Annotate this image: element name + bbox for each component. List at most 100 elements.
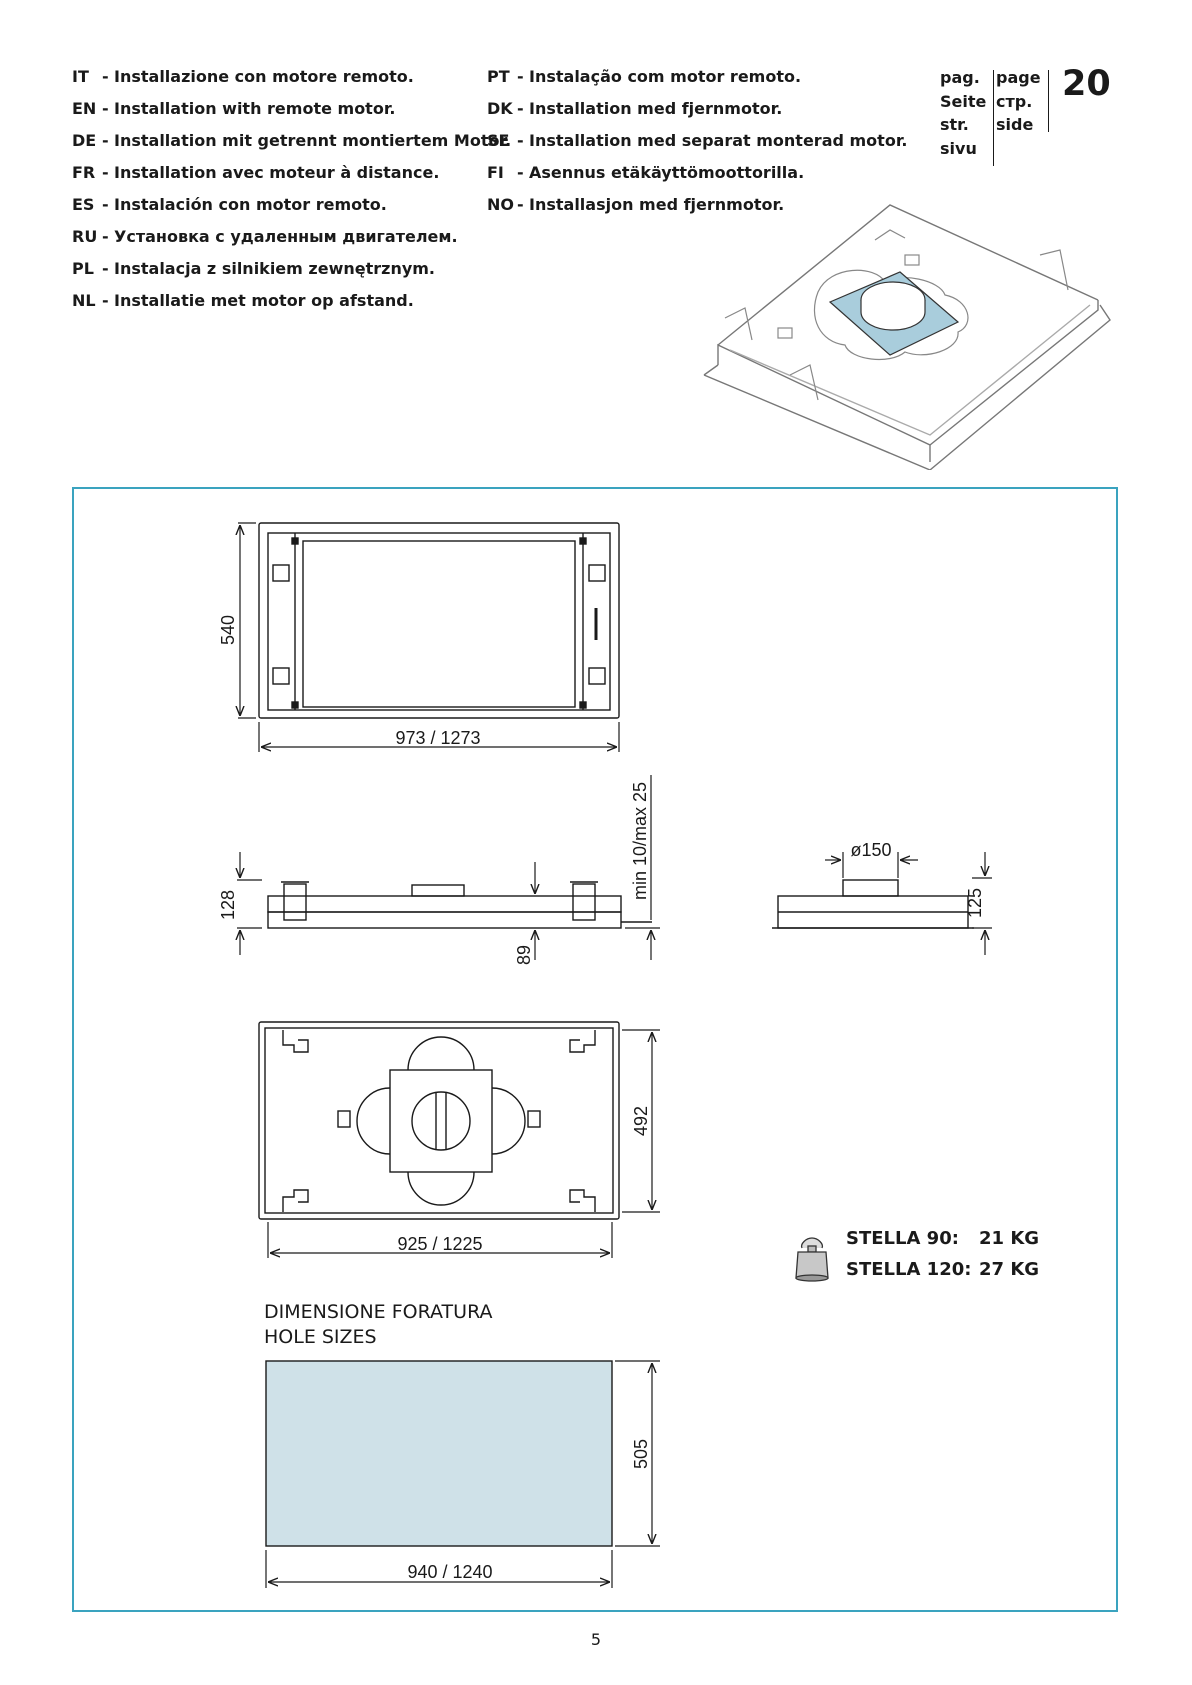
side-view-dimensions xyxy=(237,775,660,960)
top-view-filter xyxy=(302,540,576,708)
back-view-lobe xyxy=(407,1036,475,1071)
lang-dash: - xyxy=(517,67,524,86)
top-view-drawing xyxy=(258,522,620,719)
lang-row: FI-Asennus etäkäyttömoottorilla. xyxy=(487,162,908,194)
page-ref-labels: pag. Seite str. sivu xyxy=(940,66,986,160)
lang-code: SE xyxy=(487,131,510,150)
lang-dash: - xyxy=(102,291,109,310)
lang-text: Instalacja z silnikiem zewnętrznym. xyxy=(114,259,436,278)
language-list-left: IT-Installazione con motore remoto. EN-I… xyxy=(72,66,511,322)
language-list-right: PT-Instalação com motor remoto. DK-Insta… xyxy=(487,66,908,226)
back-view-inner xyxy=(264,1027,614,1214)
hole-sizes-caption: DIMENSIONE FORATURA HOLE SIZES xyxy=(264,1300,493,1350)
top-view-dimensions xyxy=(238,522,620,752)
end-view-drawing xyxy=(772,879,974,929)
dim-label-hole-height: 505 xyxy=(631,1439,651,1469)
page-ref-label: side xyxy=(996,115,1034,134)
lang-text: Установка с удаленным двигателем. xyxy=(114,227,458,246)
lang-text: Installation avec moteur à distance. xyxy=(114,163,440,182)
dim-label-side-depth: 89 xyxy=(514,945,534,965)
page-ref-labels-alt: page стр. side xyxy=(996,66,1041,137)
page-ref-divider xyxy=(1048,70,1049,132)
dim-label-back-width: 925 / 1225 xyxy=(397,1234,482,1254)
lang-row: ES-Instalación con motor remoto. xyxy=(72,194,511,226)
weight-row: STELLA 120: 27 KG xyxy=(846,1259,1039,1290)
top-view-marker xyxy=(291,701,299,709)
lang-code: DE xyxy=(72,131,97,150)
lang-code: NL xyxy=(72,291,96,310)
back-view-bracket xyxy=(282,1030,309,1053)
dim-label-hole-width: 940 / 1240 xyxy=(407,1562,492,1582)
lang-dash: - xyxy=(517,131,524,150)
dimension-drawing-frame xyxy=(72,487,1118,1612)
top-view-clip xyxy=(272,667,290,685)
back-view-bracket xyxy=(282,1189,309,1212)
back-view-slot xyxy=(337,1110,351,1128)
lang-row: FR-Installation avec moteur à distance. xyxy=(72,162,511,194)
hole-caption-line: DIMENSIONE FORATURA xyxy=(264,1301,493,1323)
end-view-collar xyxy=(842,879,899,897)
lang-text: Installation med separat monterad motor. xyxy=(529,131,908,150)
dim-label-diameter: ø150 xyxy=(850,840,891,860)
dim-label-side-height: 128 xyxy=(218,890,238,920)
lang-row: DE-Installation mit getrennt montiertem … xyxy=(72,130,511,162)
lang-row: RU-Установка с удаленным двигателем. xyxy=(72,226,511,258)
hood-front-face xyxy=(717,343,931,462)
lang-code: PT xyxy=(487,67,510,86)
page-ref-label: page xyxy=(996,68,1041,87)
hood-base-edge xyxy=(703,364,719,376)
top-view-outer xyxy=(258,522,620,719)
back-view-dimensions xyxy=(267,1029,660,1258)
lang-text: Instalação com motor remoto. xyxy=(529,67,802,86)
dim-label-side-gap: min 10/max 25 xyxy=(630,782,650,900)
weight-row: STELLA 90:21 KG xyxy=(846,1228,1039,1259)
lang-dash: - xyxy=(102,67,109,86)
side-view-body xyxy=(267,895,622,913)
weight-model: STELLA 120: xyxy=(846,1259,972,1280)
lang-dash: - xyxy=(102,99,109,118)
page-ref-label: str. xyxy=(940,115,969,134)
duct-collar-side xyxy=(860,300,926,331)
back-view-motor-plate xyxy=(389,1069,493,1173)
end-view-dimensions xyxy=(825,852,992,955)
lang-text: Installazione con motore remoto. xyxy=(114,67,414,86)
back-view-slot xyxy=(527,1110,541,1128)
top-view-marker xyxy=(579,701,587,709)
bracket xyxy=(789,364,819,401)
lang-code: FR xyxy=(72,163,96,182)
page-ref-label: Seite xyxy=(940,91,987,111)
top-view-frame xyxy=(267,532,611,711)
side-view-bottom xyxy=(267,911,622,929)
bracket xyxy=(874,229,906,241)
lang-code: ES xyxy=(72,195,95,214)
lang-text: Instalación con motor remoto. xyxy=(114,195,387,214)
hood-side-face xyxy=(929,300,1099,446)
back-view-drawing xyxy=(258,1021,620,1220)
page-ref-label: sivu xyxy=(940,138,977,158)
dim-label-end-height: 125 xyxy=(965,888,985,918)
back-view-lobe xyxy=(356,1087,391,1155)
lang-text: Installation mit getrennt montiertem Mot… xyxy=(114,131,512,150)
lang-row: DK-Installation med fjernmotor. xyxy=(487,98,908,130)
weight-value: 27 KG xyxy=(979,1259,1040,1280)
hood-slot xyxy=(904,254,920,266)
lang-code: IT xyxy=(72,67,89,86)
side-view-collar xyxy=(411,884,465,897)
bracket xyxy=(1039,249,1069,291)
page-ref-divider xyxy=(993,70,994,166)
hole-size-rect xyxy=(265,1360,613,1547)
back-view-lobe xyxy=(491,1087,526,1155)
lang-dash: - xyxy=(102,195,109,214)
lang-text: Installatie met motor op afstand. xyxy=(114,291,414,310)
top-view-marker xyxy=(291,537,299,545)
lang-row: SE-Installation med separat monterad mot… xyxy=(487,130,908,162)
lang-row: IT-Installazione con motore remoto. xyxy=(72,66,511,98)
top-view-clip xyxy=(588,667,606,685)
weight-model: STELLA 90: xyxy=(846,1228,959,1249)
back-view-duct xyxy=(411,1091,471,1151)
side-view-bracket xyxy=(283,883,307,921)
lang-code: EN xyxy=(72,99,97,118)
lang-row: NO-Installasjon med fjernmotor. xyxy=(487,194,908,226)
page-ref-number: 20 xyxy=(1062,64,1111,104)
